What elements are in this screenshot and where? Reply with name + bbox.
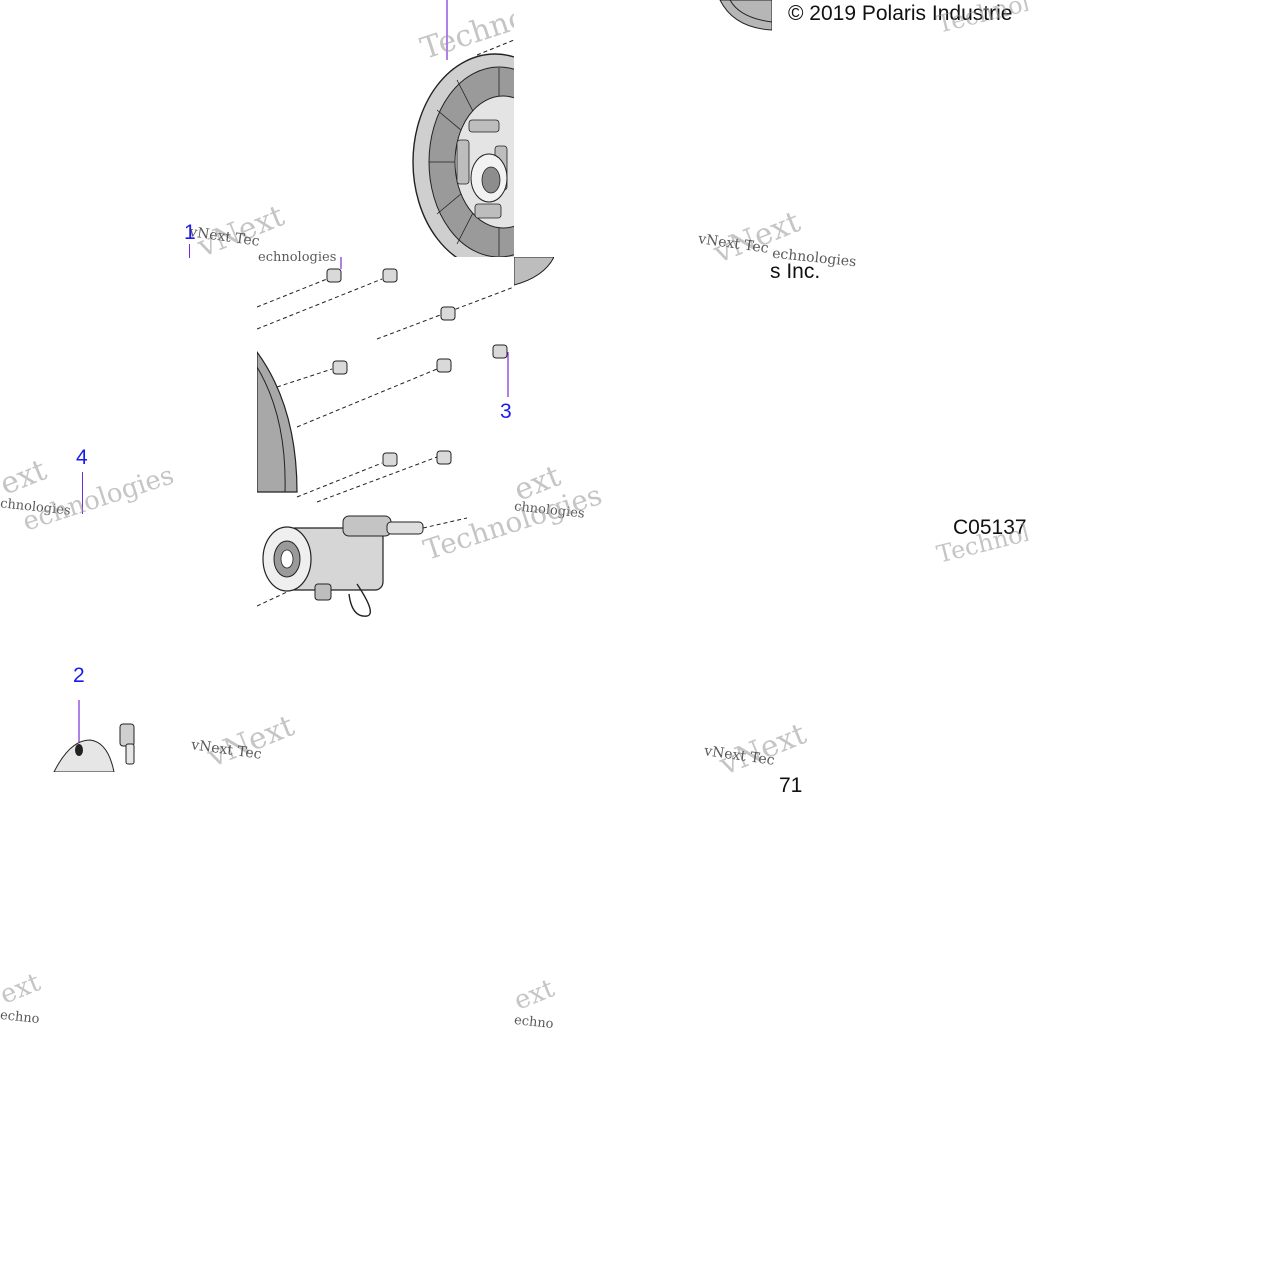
release-bearing-tile	[257, 514, 514, 674]
watermark-ext-3: ext	[0, 967, 45, 1011]
copyright-text: © 2019 Polaris Industrie	[788, 2, 1013, 25]
callout-1-leader	[189, 244, 190, 258]
callout-4-leader	[82, 472, 83, 514]
fragment-text: 71	[779, 774, 803, 797]
pressure-plate-fragment-tile	[710, 0, 772, 32]
callout-1: 1	[184, 221, 196, 244]
callout-2: 2	[73, 664, 85, 687]
watermark-line-2: echnologies	[258, 250, 337, 265]
bolts-tile	[257, 257, 514, 514]
release-bearing-drawing	[257, 515, 468, 617]
clutch-disc-drawing	[412, 0, 514, 257]
sensor-fragment-drawing	[53, 700, 135, 772]
copyright-tail-text: s Inc.	[770, 260, 821, 283]
flywheel-fragment-drawing	[514, 257, 554, 286]
sensor-fragment-tile	[40, 700, 150, 772]
watermark-line-9: echno	[0, 1007, 41, 1028]
flywheel-fragment-tile	[514, 257, 554, 287]
pressure-plate-fragment-drawing	[719, 0, 772, 31]
watermark-line-10: echno	[513, 1012, 555, 1033]
watermark-ext-4: ext	[509, 973, 559, 1017]
figure-code: C05137	[953, 516, 1027, 539]
clutch-disc-tile: Technologies	[257, 0, 514, 257]
bolts-drawing	[257, 257, 514, 503]
watermark-ext-1: ext	[0, 452, 52, 503]
callout-4: 4	[76, 446, 88, 469]
callout-3: 3	[500, 400, 512, 423]
